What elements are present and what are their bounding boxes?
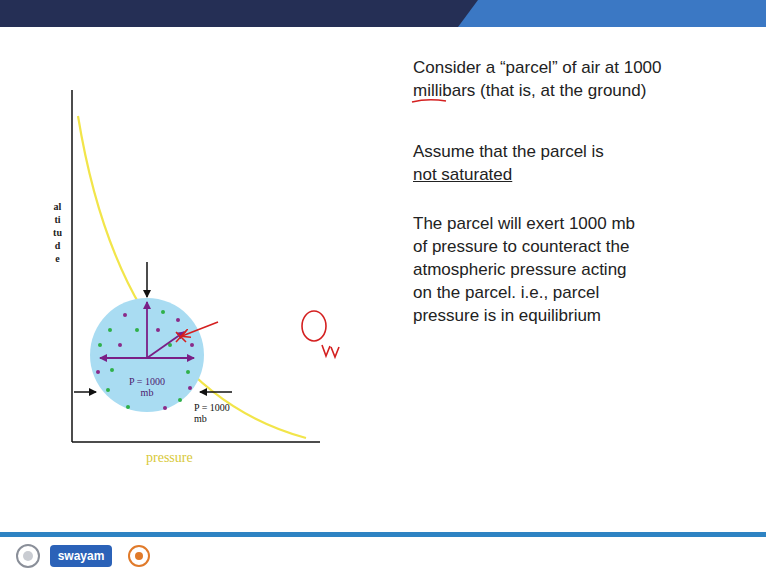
emphasis-text: not saturated [413, 163, 512, 186]
header-bar [0, 0, 766, 27]
parcel-node: P = 1000 mb [90, 298, 204, 412]
atmospheric-pressure-arrows [74, 262, 232, 392]
x-axis [72, 441, 320, 443]
header-accent [458, 0, 766, 27]
handwritten-annotation [176, 100, 446, 357]
logo-emblem [135, 552, 143, 560]
parcel-pressure-arrows [100, 302, 194, 358]
slide-paragraph: The parcel will exert 1000 mb of pressur… [413, 212, 645, 327]
axis-label: altitude [53, 200, 62, 265]
y-axis [71, 90, 73, 442]
slide-paragraph: Assume that the parcel is [413, 140, 604, 163]
footer-line [0, 532, 766, 537]
pressure-curve [78, 116, 306, 438]
pressure-label: P = 1000 mb [128, 376, 166, 398]
logo-emblem [17, 545, 39, 567]
axis-label: pressure [146, 450, 193, 466]
pressure-label: P = 1000 mb [194, 402, 238, 424]
air-parcel [90, 298, 204, 412]
slide-paragraph: Consider a “parcel” of air at 1000 milli… [413, 56, 713, 102]
logo-emblem [129, 546, 149, 566]
logo-badge [50, 545, 112, 567]
air-molecules [96, 310, 194, 410]
logo-emblem [23, 551, 33, 561]
logo-text: swayam [50, 548, 112, 564]
